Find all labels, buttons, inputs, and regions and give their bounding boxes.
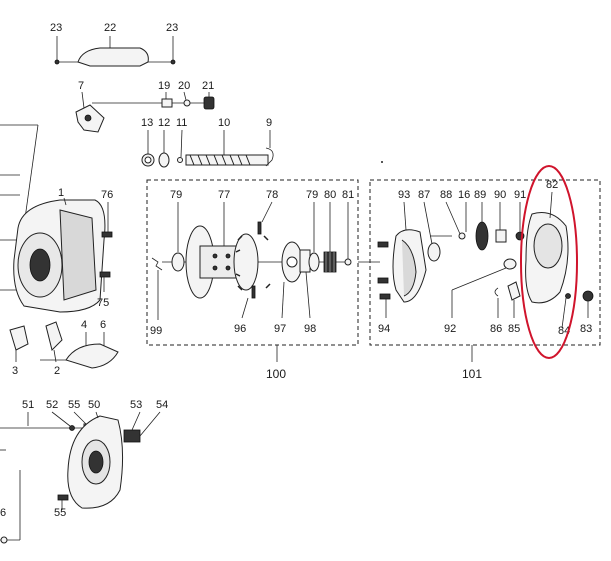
part-label: 9 [266, 117, 272, 129]
part-label: 1 [58, 187, 64, 199]
part-22-shape [77, 47, 149, 67]
part-label: 6 [100, 319, 106, 331]
part-label: 93 [398, 189, 410, 201]
part-label: 81 [342, 189, 354, 201]
part-label: 90 [494, 189, 506, 201]
part-label: 55 [68, 399, 80, 411]
part-label: 79 [306, 189, 318, 201]
part-label: 52 [46, 399, 58, 411]
part-label: 20 [178, 80, 190, 92]
part-label: 78 [266, 189, 278, 201]
part-label: 53 [130, 399, 142, 411]
group-101: 101 93 94 87 88 16 89 90 91 92 [358, 161, 601, 381]
part-label: 88 [440, 189, 452, 201]
part-label: 55 [54, 507, 66, 519]
part-label: 87 [418, 189, 430, 201]
group-100: 100 79 77 78 96 97 98 79 80 [146, 179, 359, 381]
part-label: 82 [546, 179, 558, 191]
part-label: 79 [170, 189, 182, 201]
part-label: 6 [0, 507, 6, 519]
lower-cluster: 51 52 55 50 53 54 55 6 [0, 399, 168, 544]
part-label: 50 [88, 399, 100, 411]
group-101-box [369, 179, 601, 346]
part-label: 12 [158, 117, 170, 129]
part-label: 23 [50, 22, 62, 34]
part-label: 16 [458, 189, 470, 201]
part-label: 4 [81, 319, 87, 331]
part-label: 94 [378, 323, 390, 335]
part-label: 85 [508, 323, 520, 335]
highlight-ellipse [520, 165, 578, 359]
part-label: 7 [78, 80, 84, 92]
part-label: 89 [474, 189, 486, 201]
part-label: 98 [304, 323, 316, 335]
part-label: 97 [274, 323, 286, 335]
top-cluster: 23 22 23 7 19 20 21 13 12 11 10 9 [50, 22, 274, 168]
part-label: 11 [176, 117, 187, 129]
part-label: 3 [12, 365, 18, 377]
part-label: 80 [324, 189, 336, 201]
part-label: 77 [218, 189, 230, 201]
group-100-box [146, 179, 359, 346]
group-label: 101 [462, 367, 482, 381]
part-label: 76 [101, 189, 113, 201]
part-label: 86 [490, 323, 502, 335]
part-label: 54 [156, 399, 168, 411]
part-label: 2 [54, 365, 60, 377]
part-label: 51 [22, 399, 34, 411]
part-label: 92 [444, 323, 456, 335]
part-label: 96 [234, 323, 246, 335]
part-label: 19 [158, 80, 170, 92]
group-label: 100 [266, 367, 286, 381]
part-label: 83 [580, 323, 592, 335]
left-frame-cluster: 1 76 75 3 2 4 6 99 [0, 124, 162, 377]
part-label: 22 [104, 22, 116, 34]
part-label: 75 [97, 297, 109, 309]
part-label: 13 [141, 117, 153, 129]
part-label: 91 [514, 189, 526, 201]
part-label: 10 [218, 117, 230, 129]
part-label: 99 [150, 325, 162, 337]
part-label: 21 [202, 80, 214, 92]
part-label: 23 [166, 22, 178, 34]
